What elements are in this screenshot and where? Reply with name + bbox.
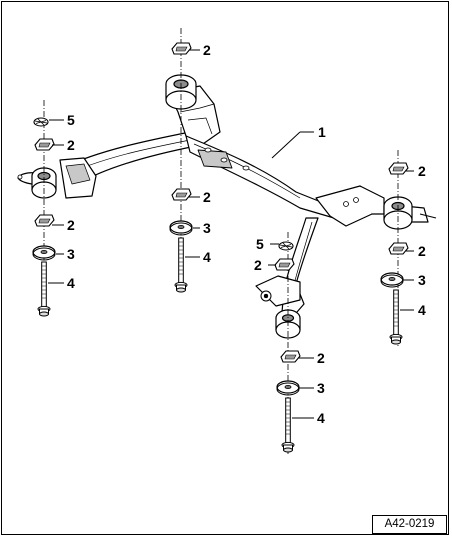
centre-bolt — [174, 237, 188, 293]
label-3-centre: 3 — [203, 220, 211, 236]
centre-washer — [169, 220, 193, 236]
label-2-lower-lower: 2 — [317, 350, 325, 366]
subframe — [17, 85, 437, 321]
label-2-lower-upper: 2 — [254, 257, 262, 273]
centre-plate — [171, 188, 192, 201]
label-4-centre: 4 — [203, 249, 211, 265]
label-1-subframe: 1 — [318, 124, 326, 140]
lower-washer — [276, 380, 300, 396]
label-4-lower: 4 — [317, 410, 325, 426]
lower-cap — [278, 241, 294, 251]
right-washer — [380, 272, 404, 288]
left-washer — [32, 245, 56, 261]
label-4-left: 4 — [67, 275, 75, 291]
left-plate-lower — [34, 214, 55, 227]
figure-reference: A42-0219 — [372, 515, 447, 534]
label-2-right-upper: 2 — [418, 163, 426, 179]
right-bolt — [389, 289, 403, 345]
leader-lines — [48, 49, 414, 419]
label-3-lower: 3 — [317, 380, 325, 396]
right-plate-lower — [388, 242, 409, 255]
label-2-top: 2 — [203, 42, 211, 58]
top-plate — [171, 42, 192, 55]
label-5-lower: 5 — [256, 236, 264, 252]
left-bolt — [37, 261, 51, 317]
bushing-right — [383, 196, 413, 230]
label-2-right-lower: 2 — [418, 243, 426, 259]
label-2-left-lower: 2 — [67, 217, 75, 233]
left-plate-upper — [34, 138, 55, 151]
lower-bolt — [281, 397, 295, 453]
part-labels: 2 5 2 2 3 4 2 3 4 1 2 2 3 4 5 2 2 3 4 — [67, 42, 426, 426]
label-3-left: 3 — [67, 246, 75, 262]
label-3-right: 3 — [418, 272, 426, 288]
label-5-left: 5 — [67, 112, 75, 128]
label-4-right: 4 — [418, 302, 426, 318]
lower-plate-lower — [280, 350, 301, 363]
label-2-centre: 2 — [203, 189, 211, 205]
right-plate-upper — [388, 162, 409, 175]
centre-lines — [43, 28, 399, 454]
left-cap — [33, 117, 49, 127]
label-2-left-upper: 2 — [67, 137, 75, 153]
